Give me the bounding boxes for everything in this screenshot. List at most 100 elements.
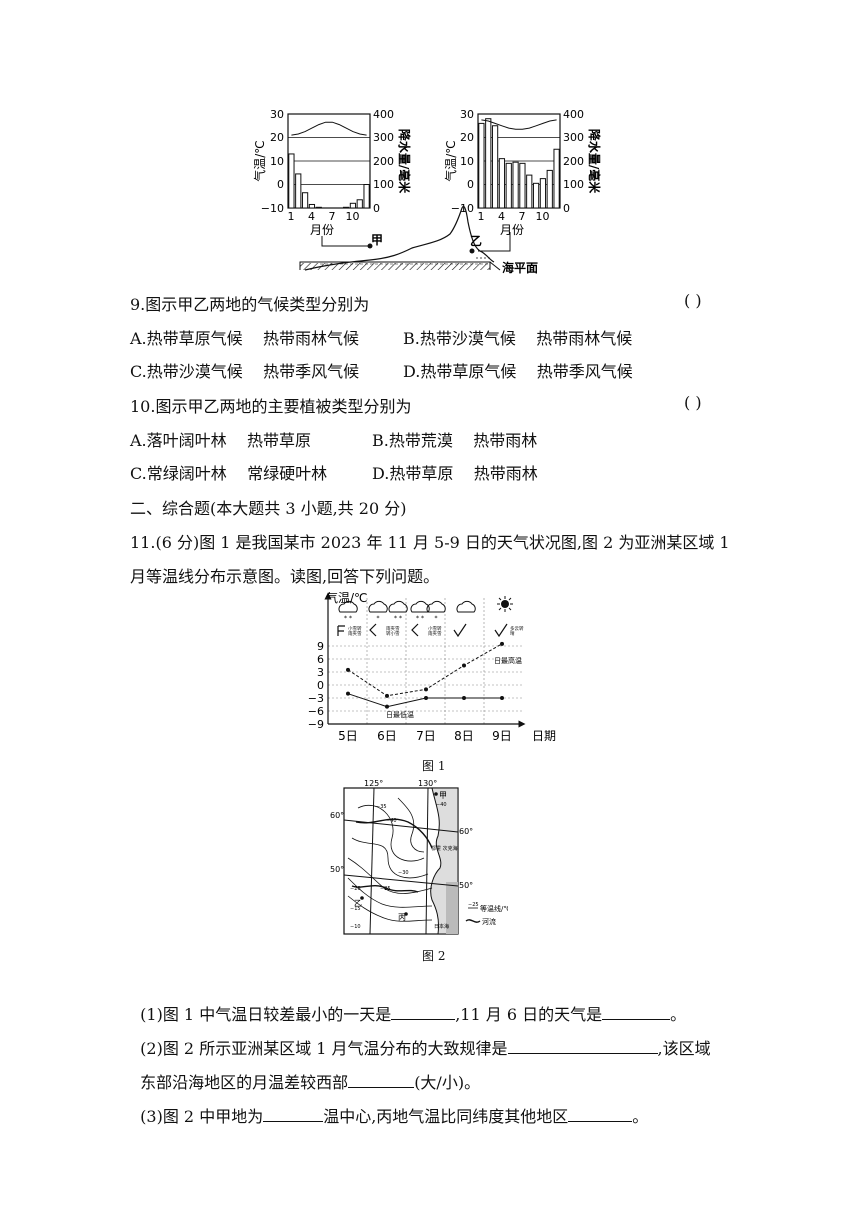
x-axis-title: 月份 — [310, 223, 334, 237]
answer-blank-6[interactable] — [568, 1107, 633, 1122]
x-tick: 7 — [519, 210, 526, 223]
lon-label: 125° — [364, 779, 383, 788]
fig1-y-title: 气温/℃ — [326, 592, 368, 605]
wind-symbols — [337, 623, 508, 638]
precip-bar — [288, 153, 295, 209]
isotherm-label: −25 — [380, 886, 391, 892]
svg-text:雨夹雪: 雨夹雪 — [386, 625, 400, 632]
precip-bar — [512, 161, 519, 209]
x-tick: 10 — [536, 210, 550, 223]
svg-text:雨夹雪: 雨夹雪 — [428, 630, 442, 637]
y-left-tick: 30 — [270, 108, 284, 121]
y-left-title: 气温/℃ — [252, 140, 267, 182]
y-left-title: 气温/℃ — [443, 140, 458, 182]
y-left-tick: −10 — [261, 202, 284, 215]
answer-blank-3[interactable] — [507, 1039, 658, 1054]
q11-3-part-b: 温中心,丙地气温比同纬度其他地区 — [323, 1107, 569, 1126]
q11-1-part-c: 。 — [670, 1005, 687, 1024]
answer-blank-1[interactable] — [391, 1005, 456, 1020]
daily-min-point — [462, 696, 466, 700]
y-right-tick: 300 — [373, 131, 394, 144]
q9-answer-paren[interactable]: ( ) — [684, 291, 702, 310]
weather-icon-snow-cloud: * * — [338, 600, 358, 622]
q10-option-d[interactable]: D.热带草原 热带雨林 — [372, 464, 538, 483]
precip-bar — [308, 203, 316, 209]
q9-option-c[interactable]: C.热带沙漠气候 热带季风气候 — [130, 362, 360, 381]
y-right-tick: 200 — [373, 155, 394, 168]
precip-bar — [526, 174, 533, 209]
q11-2: (2)图 2 所示亚洲某区域 1 月气温分布的大致规律是,该区域 — [130, 1016, 711, 1059]
q10-option-a[interactable]: A.落叶阔叶林 热带草原 — [130, 431, 311, 450]
sea-japan: 日本海 — [434, 923, 449, 930]
answer-blank-2[interactable] — [602, 1005, 671, 1020]
y-right-tick: 200 — [563, 155, 584, 168]
y-right-tick: 300 — [563, 131, 584, 144]
precip-bar — [532, 182, 540, 209]
section2-heading: 二、综合题(本大题共 3 小题,共 20 分) — [130, 499, 407, 518]
q9-option-d[interactable]: D.热带草原气候 热带季风气候 — [403, 362, 633, 381]
y-left-tick: 0 — [467, 178, 474, 191]
q11-3-part-c: 。 — [632, 1107, 649, 1126]
svg-text:* *: * * — [416, 615, 424, 622]
daily-max-point — [424, 687, 428, 692]
place-yi: 乙 — [354, 899, 362, 908]
fig1-y-tick: 0 — [317, 679, 324, 692]
isotherm-label: −40 — [386, 818, 397, 824]
daily-min-point — [385, 704, 389, 709]
climate-chart-yi: 30 20 10 0 −10 400 300 200 100 0 1 4 7 1… — [443, 108, 602, 237]
isotherm-label: −30 — [398, 870, 409, 876]
svg-text:* *: * * — [344, 615, 352, 622]
q11-1: (1)图 1 中气温日较差最小的一天是,11 月 6 日的天气是。 — [130, 982, 686, 1025]
sea-okhotsk: 鄂霍 次克海 — [431, 845, 458, 852]
q11-2-part-b: ,该区域 — [657, 1039, 711, 1058]
q10-answer-paren[interactable]: ( ) — [684, 393, 702, 412]
precip-bar — [478, 122, 485, 209]
q10-option-c[interactable]: C.常绿阔叶林 常绿硬叶林 — [130, 464, 328, 483]
answer-blank-4[interactable] — [348, 1073, 415, 1088]
q10-option-b[interactable]: B.热带荒漠 热带雨林 — [372, 431, 538, 450]
q9-option-b[interactable]: B.热带沙漠气候 热带雨林气候 — [403, 329, 633, 348]
precip-bar — [505, 162, 512, 209]
precip-bar — [546, 169, 553, 209]
isotherm-label: −20 — [350, 886, 361, 892]
svg-text:小雪转: 小雪转 — [348, 625, 362, 632]
svg-text:*: * — [377, 615, 380, 622]
isotherm-label: −10 — [350, 924, 361, 930]
y-right-tick: 0 — [563, 202, 570, 215]
fig1-x-tick: 6日 — [377, 729, 397, 743]
weather-icon-snow-cloud: * * — [388, 600, 408, 622]
y-left-tick: 10 — [460, 155, 474, 168]
lat-label: 60° — [459, 827, 473, 836]
connector-yi — [478, 232, 511, 252]
answer-blank-5[interactable] — [263, 1107, 324, 1122]
daily-max-point — [500, 641, 504, 646]
precip-bar — [363, 184, 370, 209]
svg-text:晴: 晴 — [510, 630, 515, 637]
y-left-tick: 30 — [460, 108, 474, 121]
svg-text:转小雪: 转小雪 — [386, 630, 400, 637]
q11-stem-line1: 11.(6 分)图 1 是我国某市 2023 年 11 月 5-9 日的天气状况… — [130, 533, 730, 552]
weather-icon-cloud — [456, 600, 476, 613]
precip-bar — [485, 118, 492, 209]
y-left-tick: 20 — [270, 131, 284, 144]
isotherm-label: −40 — [436, 802, 447, 808]
svg-text:小雪转: 小雪转 — [428, 625, 442, 632]
precip-bar — [553, 148, 560, 209]
x-tick: 1 — [478, 210, 485, 223]
q9-option-a[interactable]: A.热带草原气候 热带雨林气候 — [130, 329, 359, 348]
q11-2-part-c: 东部沿海地区的月温差较西部 — [140, 1073, 349, 1092]
q10-stem: 10.图示甲乙两地的主要植被类型分别为 — [130, 397, 412, 416]
q11-stem-line2: 月等温线分布示意图。读图,回答下列问题。 — [130, 567, 440, 586]
daily-min-line — [347, 693, 502, 708]
connector-jia — [321, 236, 370, 247]
daily-max-point — [385, 693, 389, 698]
q11-3-part-a: (3)图 2 中甲地为 — [140, 1107, 264, 1126]
isotherm-label: −35 — [376, 804, 387, 810]
temperature-curve — [481, 119, 557, 130]
y-right-tick: 100 — [373, 178, 394, 191]
legend-river: 河流 — [482, 917, 496, 926]
y-right-title: 降水量/毫米 — [587, 129, 602, 194]
precip-bar — [498, 158, 506, 209]
daily-min-point — [346, 691, 350, 696]
